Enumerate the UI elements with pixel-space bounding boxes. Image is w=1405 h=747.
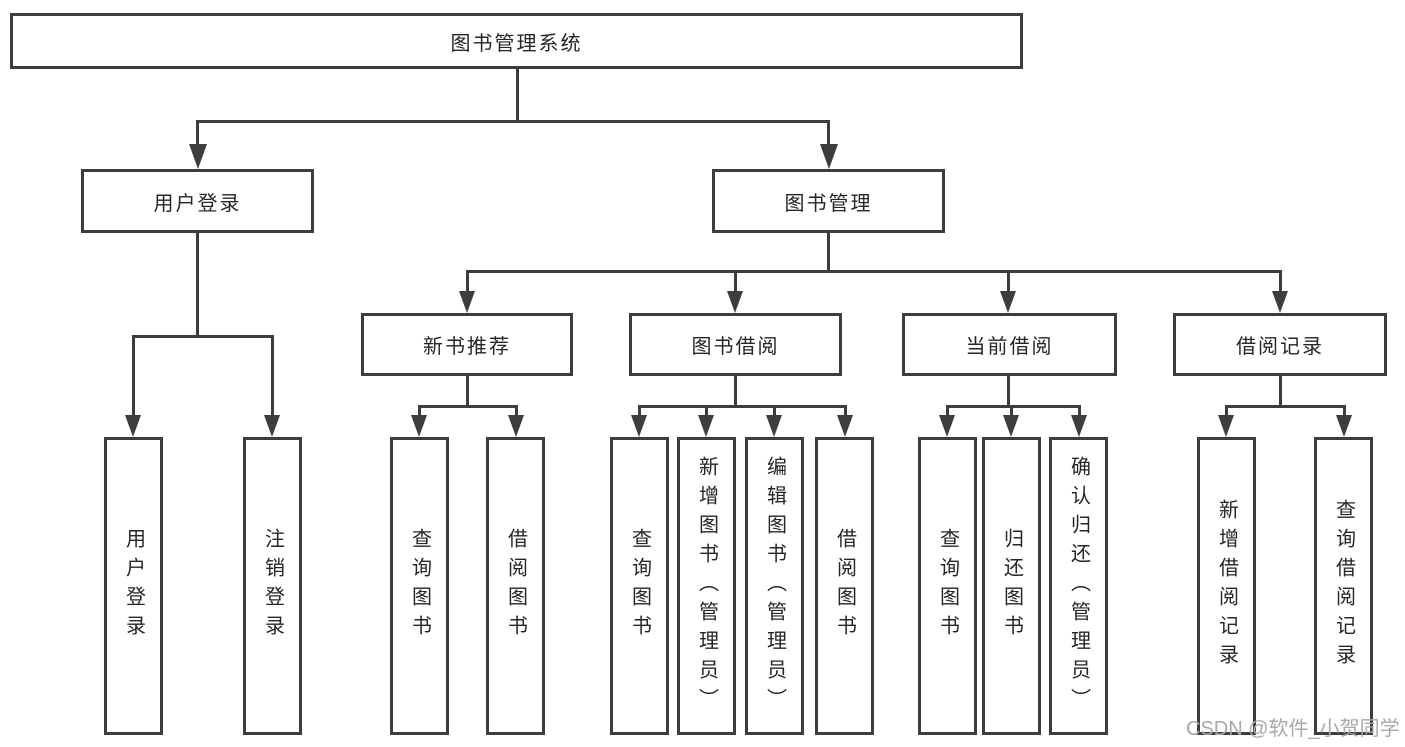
leaf-borrowing-borrow-books: 借阅图书 (815, 437, 874, 735)
connector-line (705, 405, 708, 417)
leaf-borrowing-add-books: 新增图书（管理员） (677, 437, 736, 735)
connector-line (516, 69, 519, 120)
connector-line (1007, 376, 1010, 405)
connector-line (132, 335, 135, 417)
arrow-down-icon (766, 415, 782, 437)
leaf-borrowing-add-books-label: 新增图书（管理员） (695, 455, 718, 717)
connector-line (132, 335, 274, 338)
leaf-current-confirm-return: 确认归还（管理员） (1049, 437, 1108, 735)
arrow-down-icon (264, 415, 280, 437)
connector-line (1343, 405, 1346, 417)
arrow-down-icon (189, 144, 207, 169)
connector-line (466, 270, 1282, 273)
connector-line (515, 405, 518, 417)
node-library-system: 图书管理系统 (10, 13, 1023, 69)
csdn-watermark: CSDN @软件_小贺同学 (1186, 718, 1400, 740)
node-borrow-records-label: 借阅记录 (1236, 336, 1324, 358)
leaf-current-confirm-return-label: 确认归还（管理员） (1067, 455, 1090, 717)
leaf-records-query-record: 查询借阅记录 (1314, 437, 1373, 735)
node-user-login-label: 用户登录 (153, 192, 242, 215)
node-new-book-recommend: 新书推荐 (361, 313, 573, 376)
connector-line (1010, 405, 1013, 417)
node-book-management-label: 图书管理 (784, 192, 873, 215)
connector-line (1007, 270, 1010, 293)
leaf-current-return-books: 归还图书 (982, 437, 1041, 735)
connector-line (844, 405, 847, 417)
arrow-down-icon (125, 415, 141, 437)
connector-line (773, 405, 776, 417)
node-current-borrowing: 当前借阅 (902, 313, 1117, 376)
leaf-logout-label: 注销登录 (261, 528, 284, 644)
arrow-down-icon (631, 415, 647, 437)
leaf-borrowing-query-books-label: 查询图书 (628, 528, 651, 644)
node-current-borrowing-label: 当前借阅 (965, 336, 1054, 358)
arrow-down-icon (820, 144, 838, 169)
connector-line (946, 405, 1081, 408)
arrow-down-icon (1336, 415, 1352, 437)
leaf-records-add-record: 新增借阅记录 (1197, 437, 1256, 735)
leaf-recommend-borrow-books-label: 借阅图书 (504, 528, 527, 644)
connector-line (1225, 405, 1346, 408)
connector-line (827, 120, 830, 148)
leaf-user-login: 用户登录 (104, 437, 163, 735)
arrow-down-icon (1218, 415, 1234, 437)
connector-line (1279, 376, 1282, 405)
connector-line (827, 233, 830, 270)
leaf-recommend-query-books: 查询图书 (390, 437, 449, 735)
connector-line (734, 270, 737, 293)
connector-line (271, 335, 274, 417)
connector-line (734, 376, 737, 405)
arrow-down-icon (1071, 415, 1087, 437)
leaf-borrowing-query-books: 查询图书 (610, 437, 669, 735)
arrow-down-icon (837, 415, 853, 437)
node-book-management: 图书管理 (712, 169, 945, 233)
leaf-logout: 注销登录 (243, 437, 302, 735)
arrow-down-icon (698, 415, 714, 437)
leaf-current-return-books-label: 归还图书 (1000, 528, 1023, 644)
arrow-down-icon (727, 291, 743, 313)
connector-line (196, 233, 199, 335)
node-library-system-label: 图书管理系统 (450, 32, 583, 55)
node-book-borrowing: 图书借阅 (629, 313, 842, 376)
connector-line (466, 270, 469, 293)
connector-line (418, 405, 421, 417)
node-book-borrowing-label: 图书借阅 (691, 336, 780, 358)
connector-line (638, 405, 847, 408)
node-user-login: 用户登录 (81, 169, 314, 233)
arrow-down-icon (1272, 291, 1288, 313)
leaf-borrowing-edit-books: 编辑图书（管理员） (745, 437, 804, 735)
node-new-book-recommend-label: 新书推荐 (423, 336, 511, 358)
arrow-down-icon (939, 415, 955, 437)
connector-line (946, 405, 949, 417)
leaf-records-add-record-label: 新增借阅记录 (1215, 499, 1238, 673)
connector-line (418, 405, 518, 408)
leaf-borrowing-edit-books-label: 编辑图书（管理员） (763, 455, 786, 717)
connector-line (196, 120, 830, 123)
leaf-recommend-borrow-books: 借阅图书 (486, 437, 545, 735)
connector-line (638, 405, 641, 417)
arrow-down-icon (411, 415, 427, 437)
connector-line (1279, 270, 1282, 293)
leaf-current-query-books: 查询图书 (918, 437, 977, 735)
arrow-down-icon (459, 291, 475, 313)
arrow-down-icon (508, 415, 524, 437)
leaf-recommend-query-books-label: 查询图书 (408, 528, 431, 644)
arrow-down-icon (1000, 291, 1016, 313)
arrow-down-icon (1003, 415, 1019, 437)
leaf-borrowing-borrow-books-label: 借阅图书 (833, 528, 856, 644)
connector-line (466, 376, 469, 405)
leaf-current-query-books-label: 查询图书 (936, 528, 959, 644)
node-borrow-records: 借阅记录 (1173, 313, 1387, 376)
connector-line (196, 120, 199, 148)
leaf-records-query-record-label: 查询借阅记录 (1332, 499, 1355, 673)
leaf-user-login-label: 用户登录 (122, 528, 145, 644)
connector-line (1078, 405, 1081, 417)
connector-line (1225, 405, 1228, 417)
